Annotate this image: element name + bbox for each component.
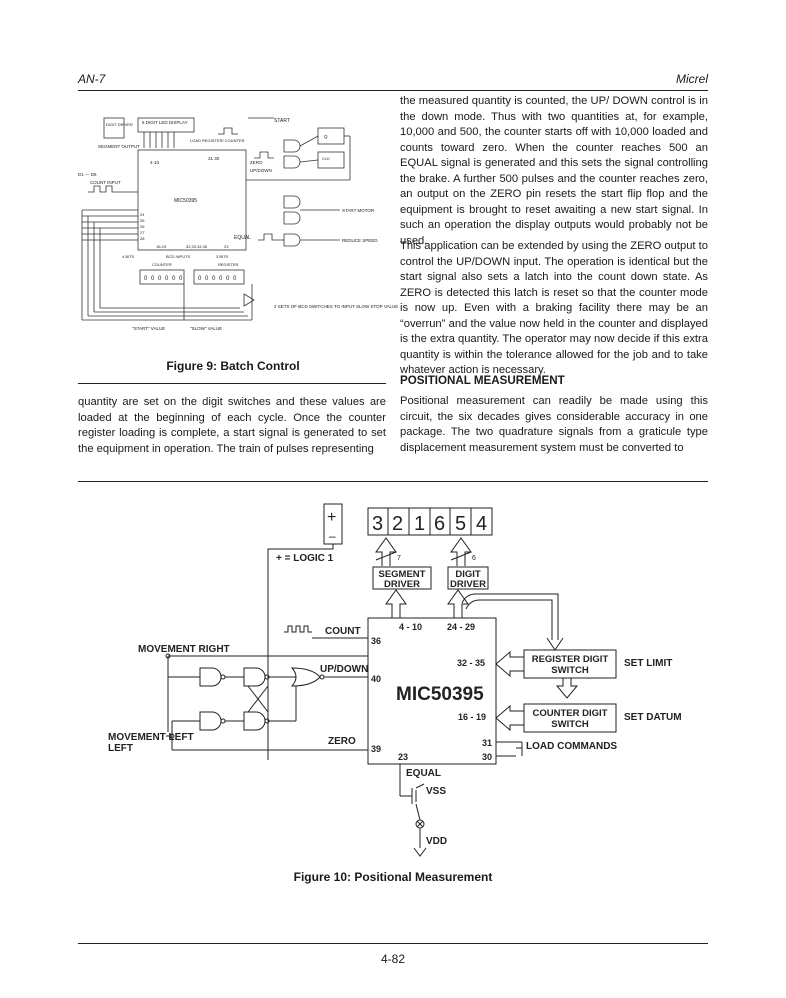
svg-text:0 0 0 0 0 0: 0 0 0 0 0 0 <box>198 276 237 282</box>
svg-text:4-10: 4-10 <box>150 160 160 165</box>
svg-text:COUNTER: COUNTER <box>152 262 172 267</box>
svg-text:30: 30 <box>482 752 492 762</box>
svg-text:DRIVER: DRIVER <box>450 579 486 590</box>
digit-3: 1 <box>414 513 425 535</box>
svg-text:16 - 19: 16 - 19 <box>458 712 486 722</box>
svg-text:VDD: VDD <box>426 836 447 847</box>
svg-text:2 SETS OF BCD SWITCHES TO INPU: 2 SETS OF BCD SWITCHES TO INPUT SLOW STO… <box>274 304 398 309</box>
svg-text:28: 28 <box>140 236 145 241</box>
svg-text:–: – <box>329 529 336 543</box>
svg-text:32 - 35: 32 - 35 <box>457 658 485 668</box>
svg-text:6: 6 <box>472 555 476 562</box>
svg-text:LOAD REGISTER/ COUNTER: LOAD REGISTER/ COUNTER <box>190 138 245 143</box>
svg-text:REGISTER: REGISTER <box>218 262 239 267</box>
svg-text:SET DATUM: SET DATUM <box>624 712 682 723</box>
right-paragraph-3: Positional measurement can readily be ma… <box>400 395 708 454</box>
svg-text:39: 39 <box>371 744 381 754</box>
svg-text:UP/DOWN: UP/DOWN <box>250 168 272 173</box>
svg-text:0 0 0 0 0 0: 0 0 0 0 0 0 <box>144 276 183 282</box>
svg-text:MIC50395: MIC50395 <box>396 684 484 705</box>
svg-text:31: 31 <box>482 738 492 748</box>
svg-text:4 - 10: 4 - 10 <box>399 622 422 632</box>
svg-text:UP/DOWN: UP/DOWN <box>320 664 368 675</box>
header-rule <box>78 90 708 91</box>
svg-text:6 DIGIT LED DISPLAY: 6 DIGIT LED DISPLAY <box>142 120 188 125</box>
svg-text:BCD INPUTS: BCD INPUTS <box>166 254 191 259</box>
svg-text:MOVEMENT LEFT: MOVEMENT LEFT <box>108 732 194 743</box>
svg-text:16-19: 16-19 <box>156 244 167 249</box>
svg-text:24: 24 <box>140 212 145 217</box>
svg-text:23: 23 <box>224 244 229 249</box>
figure9-diagram: DIGIT DRIVER 6 DIGIT LED DISPLAY LOAD RE… <box>78 117 398 331</box>
svg-text:"SLOW" VALUE: "SLOW" VALUE <box>190 326 222 331</box>
left-column-paragraph: quantity are set on the digit switches a… <box>78 396 386 455</box>
svg-text:24 - 29: 24 - 29 <box>447 622 475 632</box>
svg-text:START MOTOR: START MOTOR <box>342 208 375 213</box>
svg-text:26: 26 <box>140 224 145 229</box>
svg-text:4 BITS: 4 BITS <box>122 254 135 259</box>
svg-text:LOAD COMMANDS: LOAD COMMANDS <box>526 741 617 752</box>
digit-5: 5 <box>455 513 466 535</box>
svg-text:SEGMENT: SEGMENT <box>379 569 426 580</box>
svg-text:DRIVER: DRIVER <box>384 579 420 590</box>
footer-rule <box>78 943 708 944</box>
svg-text:COUNTER DIGIT: COUNTER DIGIT <box>533 708 608 719</box>
svg-text:EQUAL: EQUAL <box>406 768 441 779</box>
figure9-caption: Figure 9: Batch Control <box>166 359 300 373</box>
svg-text:COUNT INPUT: COUNT INPUT <box>90 180 121 185</box>
digit-6: 4 <box>476 513 487 535</box>
svg-text:3 BITS: 3 BITS <box>216 254 229 259</box>
digit-4: 6 <box>434 513 445 535</box>
svg-text:32,33,34,35: 32,33,34,35 <box>186 244 208 249</box>
svg-text:40: 40 <box>371 674 381 684</box>
svg-text:ZERO: ZERO <box>250 160 263 165</box>
right-paragraph-1: the measured quantity is counted, the UP… <box>400 95 708 247</box>
svg-text:+: + <box>327 509 336 526</box>
figure9-rule <box>78 383 386 384</box>
svg-text:SEGMENT OUTPUT: SEGMENT OUTPUT <box>98 144 140 149</box>
svg-text:EQUAL: EQUAL <box>234 235 251 241</box>
digit-1: 3 <box>372 513 383 535</box>
svg-text:START: START <box>274 118 290 124</box>
digit-2: 2 <box>392 513 403 535</box>
svg-text:REDUCE SPEED: REDUCE SPEED <box>342 238 378 243</box>
svg-text:7: 7 <box>397 555 401 562</box>
svg-text:MIC50395: MIC50395 <box>174 198 197 204</box>
svg-text:SET LIMIT: SET LIMIT <box>624 658 672 669</box>
header-right: Micrel <box>676 72 708 86</box>
svg-text:REGISTER DIGIT: REGISTER DIGIT <box>532 654 609 665</box>
svg-text:23: 23 <box>398 752 408 762</box>
svg-text:SWITCH: SWITCH <box>551 665 589 676</box>
svg-text:DIGIT: DIGIT <box>455 569 481 580</box>
svg-text:27: 27 <box>140 230 145 235</box>
svg-text:LEFT: LEFT <box>108 743 133 754</box>
page-number: 4-82 <box>380 952 406 966</box>
figure10-top-rule <box>78 481 708 482</box>
svg-text:ZERO: ZERO <box>328 736 356 747</box>
header-left: AN-7 <box>78 72 106 86</box>
svg-text:31 30: 31 30 <box>208 156 220 161</box>
svg-text:COUNT: COUNT <box>325 626 361 637</box>
svg-text:SWITCH: SWITCH <box>551 719 589 730</box>
svg-text:DIGIT DRIVER: DIGIT DRIVER <box>106 122 133 127</box>
svg-text:D1 — D6: D1 — D6 <box>78 172 97 177</box>
figure10-caption: Figure 10: Positional Measurement <box>293 870 493 884</box>
svg-text:25: 25 <box>140 218 145 223</box>
svg-text:CLK: CLK <box>322 156 330 161</box>
svg-text:36: 36 <box>371 636 381 646</box>
svg-text:Q: Q <box>324 134 328 139</box>
svg-text:+ = LOGIC 1: + = LOGIC 1 <box>276 553 334 564</box>
svg-text:VSS: VSS <box>426 786 446 797</box>
svg-text:"START" VALUE: "START" VALUE <box>132 326 165 331</box>
right-paragraph-2: This application can be extended by usin… <box>400 240 708 376</box>
svg-text:MOVEMENT RIGHT: MOVEMENT RIGHT <box>138 644 230 655</box>
section-heading: POSITIONAL MEASUREMENT <box>400 374 565 387</box>
